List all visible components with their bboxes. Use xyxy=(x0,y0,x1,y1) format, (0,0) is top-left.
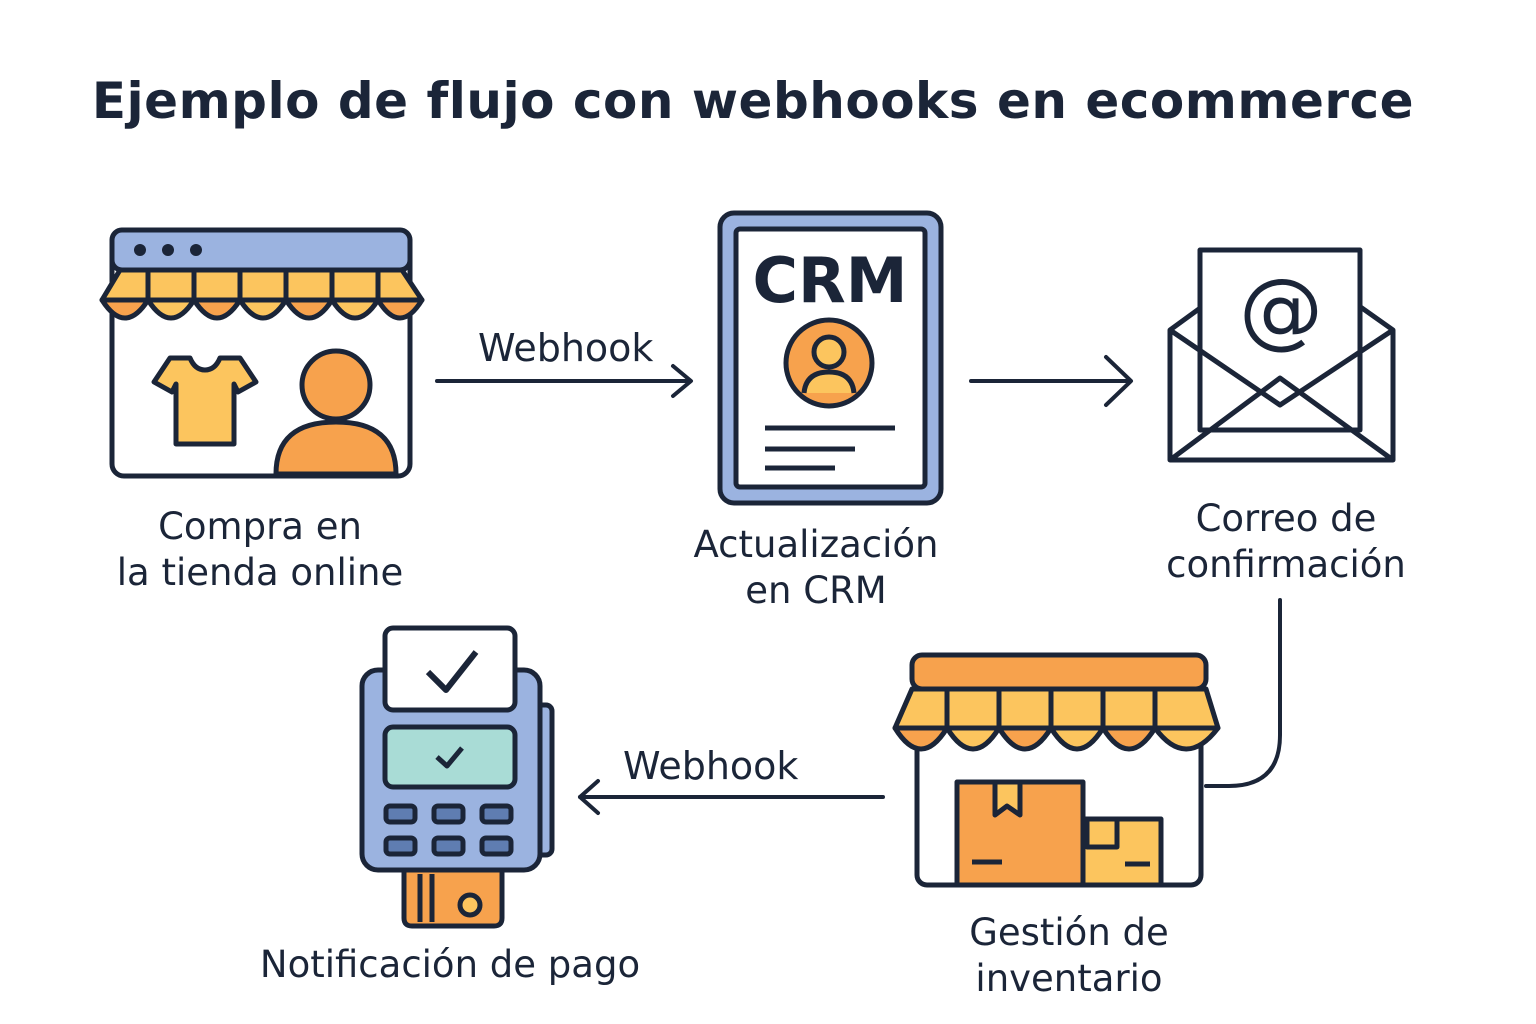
node-label-inventory-line2: inventario xyxy=(975,957,1163,1000)
warehouse-store-icon xyxy=(892,652,1221,888)
crm-icon-text: CRM xyxy=(753,244,908,317)
node-label-email-line1: Correo de xyxy=(1195,497,1377,540)
node-label-shop: Compra en la tienda online xyxy=(60,504,460,596)
node-label-payment: Notificación de pago xyxy=(200,942,700,988)
arrow-shop-to-crm xyxy=(435,364,693,398)
edge-label-webhook-2: Webhook xyxy=(623,744,799,788)
at-sign-text: @ xyxy=(1239,260,1323,358)
email-envelope-icon: @ xyxy=(1167,247,1396,463)
online-store-icon xyxy=(99,227,425,479)
node-label-email-line2: confirmación xyxy=(1166,543,1406,586)
connector-email-to-inventory xyxy=(1204,598,1282,788)
edge-label-webhook-1: Webhook xyxy=(478,326,654,370)
node-label-shop-line1: Compra en xyxy=(158,505,362,548)
node-label-inventory: Gestión de inventario xyxy=(869,910,1269,1002)
arrow-crm-to-email xyxy=(969,355,1133,407)
node-label-inventory-line1: Gestión de xyxy=(969,911,1169,954)
payment-terminal-icon xyxy=(359,625,555,929)
crm-document-icon: CRM xyxy=(717,210,944,506)
node-label-crm: Actualización en CRM xyxy=(616,522,1016,614)
node-label-crm-line2: en CRM xyxy=(745,569,887,612)
arrow-inventory-to-payment xyxy=(578,779,885,815)
node-label-crm-line1: Actualización xyxy=(693,523,939,566)
diagram-title: Ejemplo de flujo con webhooks en ecommer… xyxy=(91,72,1415,130)
node-label-payment-line1: Notificación de pago xyxy=(259,943,641,986)
node-label-shop-line2: la tienda online xyxy=(116,551,404,594)
node-label-email: Correo de confirmación xyxy=(1086,496,1486,588)
